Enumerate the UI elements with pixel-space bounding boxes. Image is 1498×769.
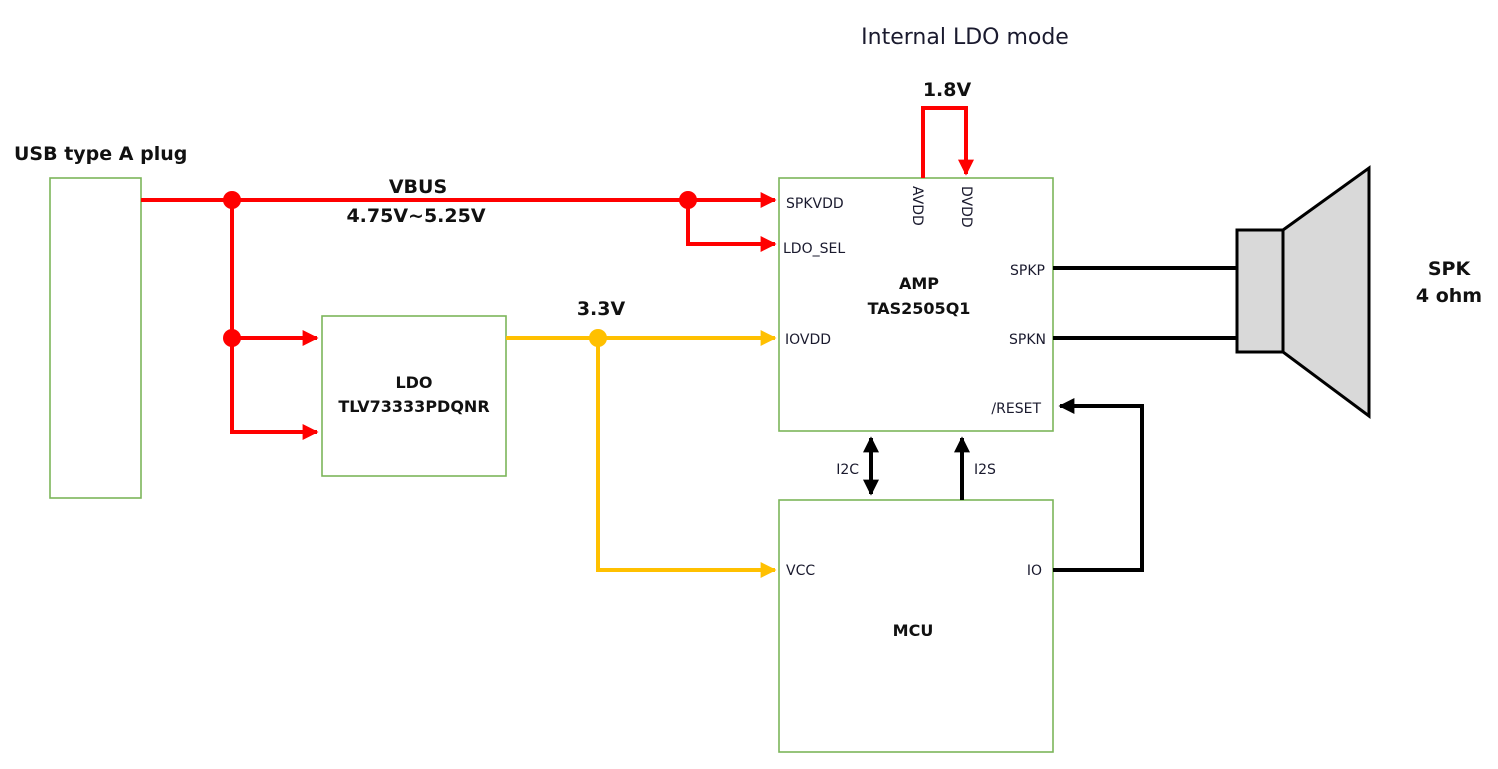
mcu-pin-io: IO <box>1027 563 1042 579</box>
ldo-part-number: TLV73333PDQNR <box>338 397 489 416</box>
mcu-name: MCU <box>893 621 934 640</box>
ldo-block[interactable] <box>321 315 507 477</box>
usb-plug-block[interactable] <box>49 177 142 499</box>
vbus-ldo-sel-wire <box>686 200 777 252</box>
vbus-range-label: 4.75V~5.25V <box>346 205 485 227</box>
amp-pin-spkvdd: SPKVDD <box>786 196 844 212</box>
rail-3v3-net <box>506 329 777 578</box>
internal-ldo-1v8-wire <box>921 106 974 178</box>
amp-pin-iovdd: IOVDD <box>785 332 831 348</box>
speaker-name: SPK <box>1428 258 1472 280</box>
amp-pin-ldo-sel: LDO_SEL <box>783 241 845 257</box>
amp-part-number: TAS2505Q1 <box>868 299 971 318</box>
vbus-down-wire <box>230 200 319 440</box>
vbus-junction-dot <box>679 191 697 209</box>
speaker-impedance: 4 ohm <box>1416 285 1482 307</box>
amp-pin-reset: /RESET <box>991 401 1041 417</box>
speaker-cone <box>1281 165 1371 419</box>
amp-block[interactable] <box>778 177 1054 432</box>
mcu-pin-vcc: VCC <box>786 563 815 579</box>
vbus-junction-dot <box>223 329 241 347</box>
rail-3v3-vcc-wire <box>596 338 777 578</box>
vbus-junction-dot <box>223 191 241 209</box>
reset-wire <box>1053 398 1144 572</box>
vbus-net <box>141 191 777 440</box>
amp-name: AMP <box>899 274 939 293</box>
diagram-title: Internal LDO mode <box>861 25 1069 50</box>
ldo-name: LDO <box>395 373 432 392</box>
i2c-label: I2C <box>836 462 859 478</box>
speaker-magnet <box>1235 228 1285 354</box>
vbus-name-label: VBUS <box>389 176 447 198</box>
internal-ldo-voltage-label: 1.8V <box>923 79 972 101</box>
amp-pin-dvdd: DVDD <box>958 186 974 228</box>
speaker-icon <box>1235 165 1371 419</box>
mcu-block[interactable] <box>778 499 1054 753</box>
amp-pin-spkp: SPKP <box>1010 263 1045 279</box>
usb-label: USB type A plug <box>14 143 187 165</box>
rail-3v3-junction-dot <box>589 329 607 347</box>
amp-pin-avdd: AVDD <box>909 186 925 226</box>
amp-pin-spkn: SPKN <box>1009 332 1046 348</box>
ldo-output-label: 3.3V <box>577 298 626 320</box>
i2s-label: I2S <box>974 462 996 478</box>
